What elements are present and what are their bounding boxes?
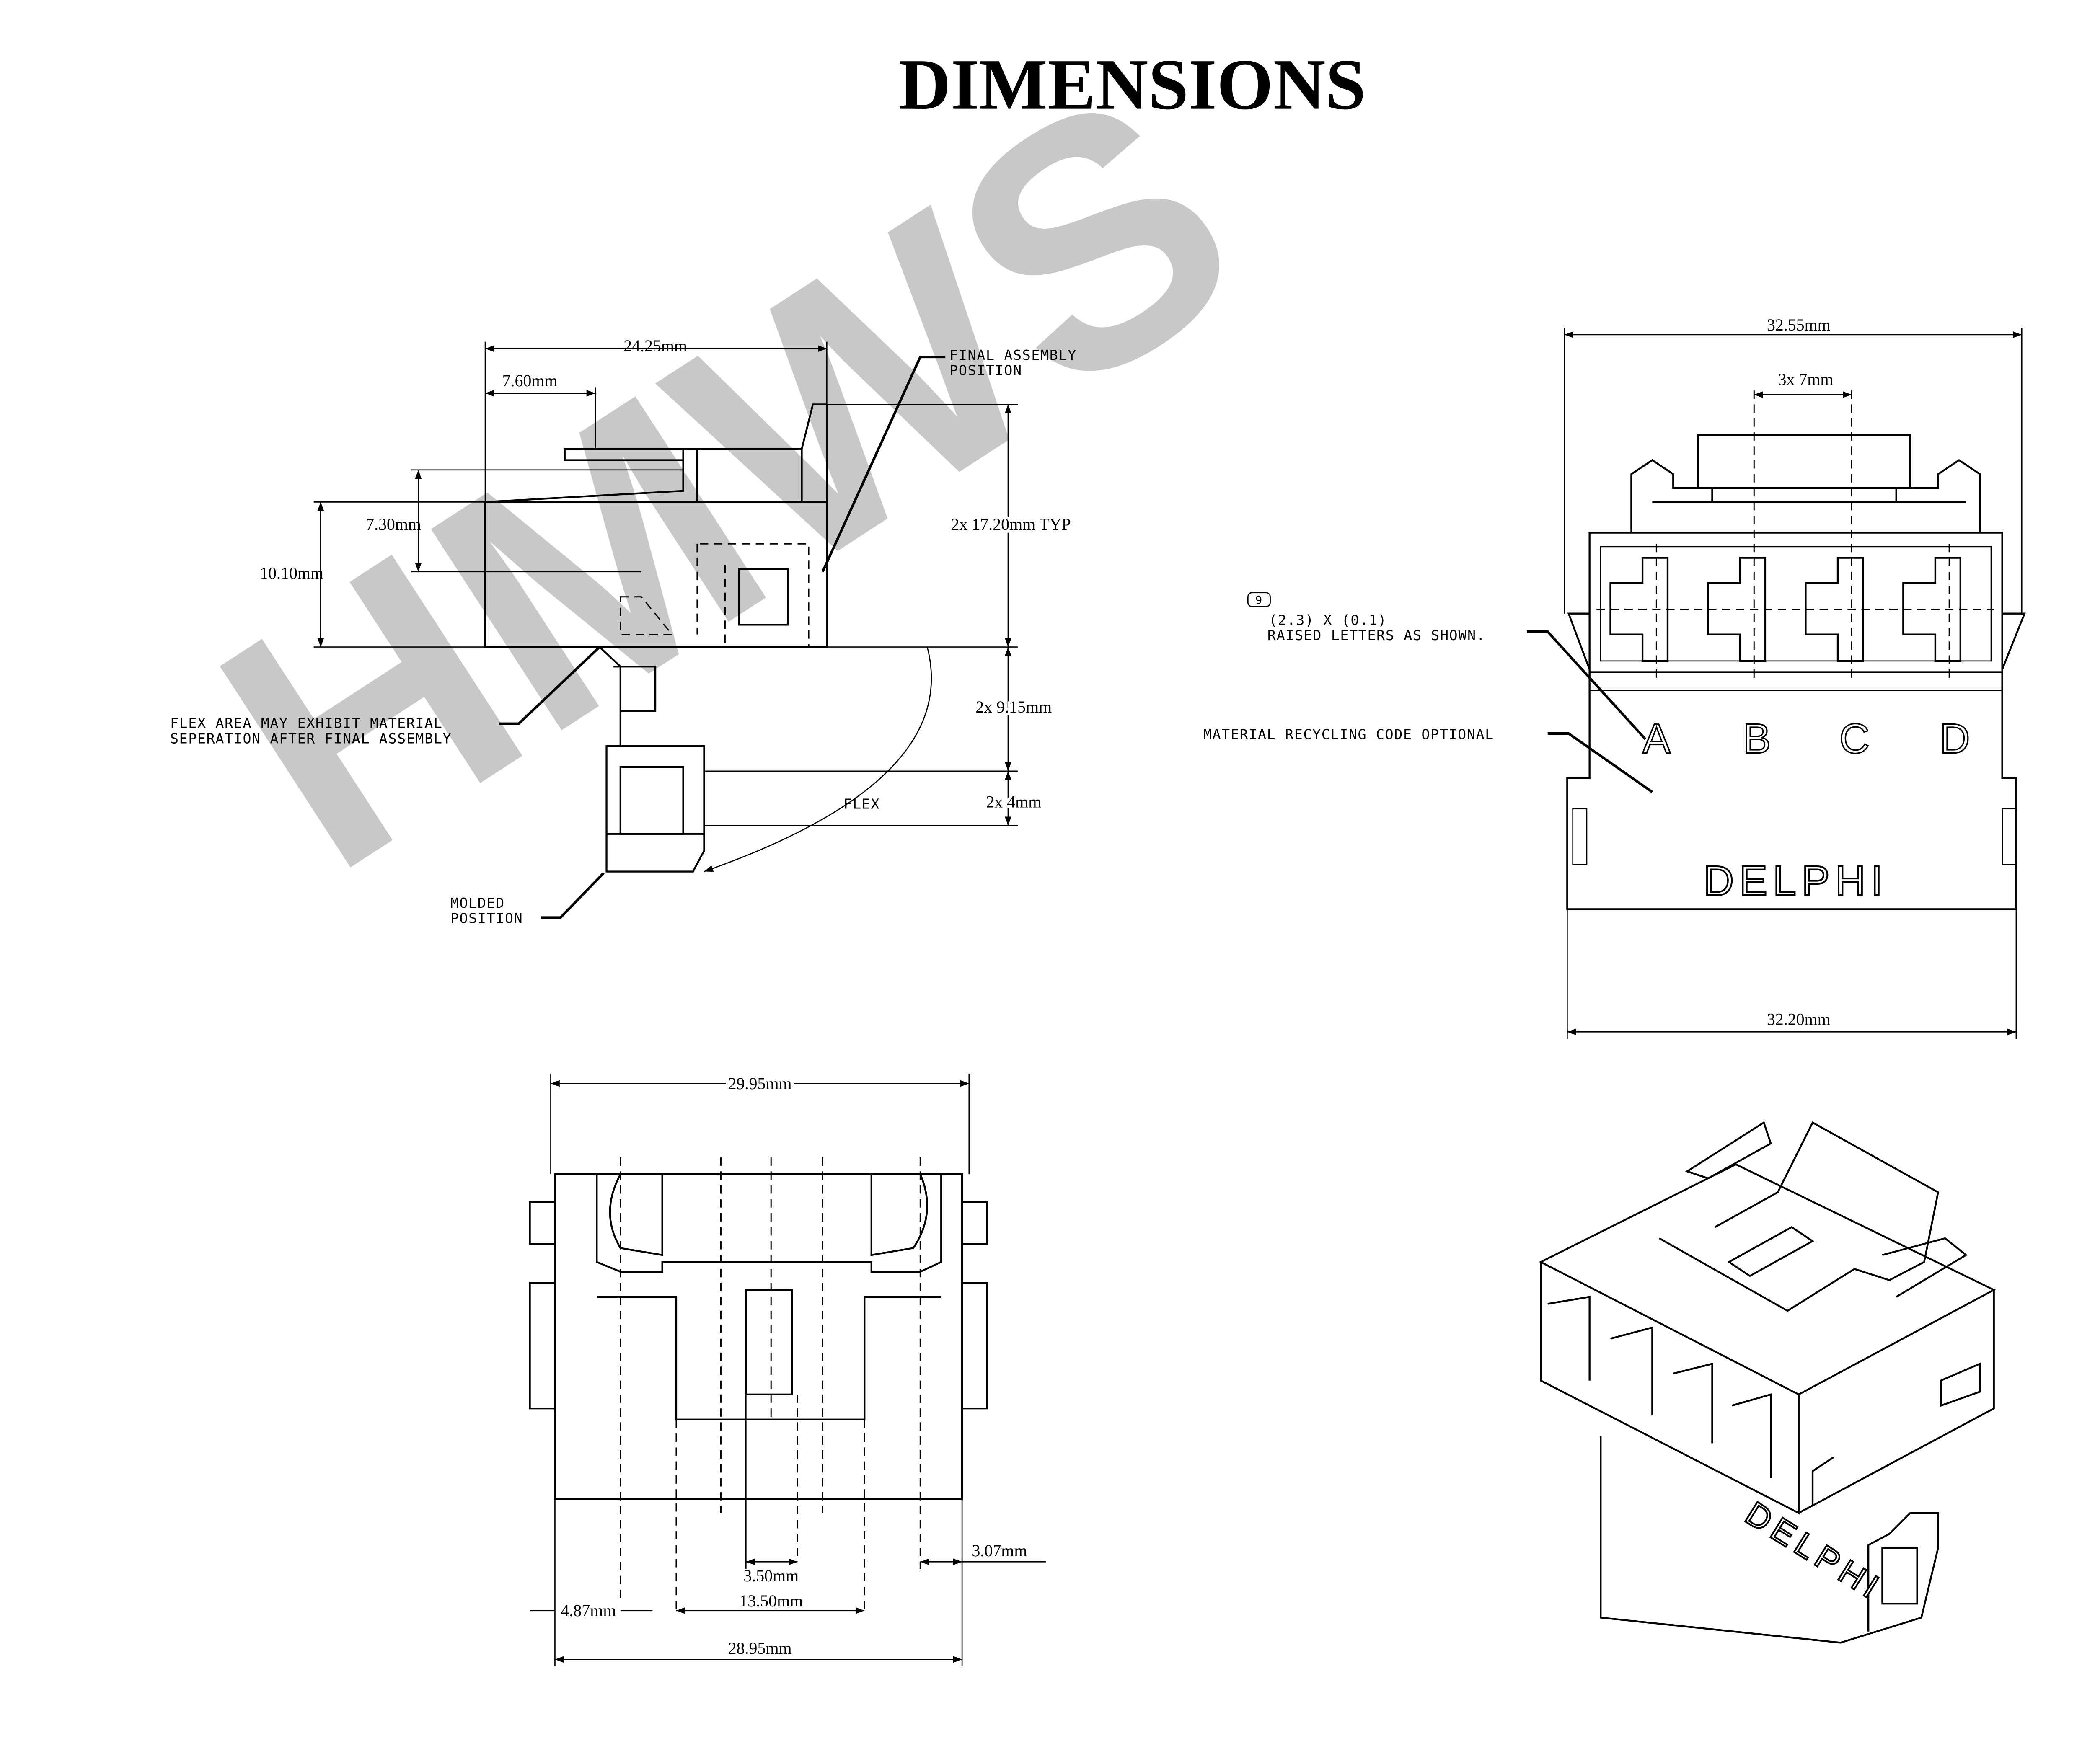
page-title: DIMENSIONS	[898, 45, 1366, 125]
note-molded-2: POSITION	[450, 910, 523, 927]
note-raised-letters: RAISED LETTERS AS SHOWN.	[1267, 627, 1486, 643]
dim-overall-length: 24.25mm	[623, 336, 687, 355]
dim-offset-right: 3.07mm	[972, 1541, 1027, 1560]
dim-overall-width: 29.95mm	[728, 1074, 792, 1093]
note-final-assembly-1: FINAL ASSEMBLY	[949, 347, 1077, 363]
dim-offset-left: 4.87mm	[561, 1601, 616, 1620]
dim-height-b: 10.10mm	[260, 563, 323, 582]
note-final-assembly-2: POSITION	[949, 362, 1022, 378]
delphi-logo-front: DELPHI	[1704, 858, 1888, 904]
note-flex-area-2: SEPERATION AFTER FINAL ASSEMBLY	[170, 730, 452, 746]
pin-label-a: A	[1642, 716, 1671, 762]
dim-base-width: 28.95mm	[728, 1639, 792, 1658]
callout-number: 9	[1255, 594, 1263, 607]
dim-slot: 3.50mm	[743, 1566, 799, 1585]
dim-typ-height: 2x 17.20mm TYP	[951, 515, 1071, 534]
dim-bottom-width: 32.20mm	[1767, 1010, 1831, 1029]
watermark: HMWS	[159, 15, 1297, 942]
note-flex-area-1: FLEX AREA MAY EXHIBIT MATERIAL	[170, 715, 443, 731]
note-recycling: MATERIAL RECYCLING CODE OPTIONAL	[1203, 726, 1494, 742]
delphi-logo-iso: DELPHI	[1739, 1494, 1890, 1608]
dim-latch-length: 7.60mm	[502, 371, 558, 390]
isometric-view	[1539, 1121, 1996, 1644]
bottom-view	[529, 1074, 1046, 1666]
dim-flex-drop: 2x 9.15mm	[975, 697, 1052, 716]
dim-pitch: 3x 7mm	[1778, 370, 1833, 389]
front-view	[1247, 328, 2026, 1039]
note-raised-size: (2.3) X (0.1)	[1269, 612, 1387, 628]
dim-height-a: 7.30mm	[366, 515, 421, 534]
dim-tab: 2x 4mm	[986, 792, 1041, 811]
pin-label-b: B	[1743, 716, 1771, 762]
pin-label-d: D	[1940, 716, 1970, 762]
dim-top-width: 32.55mm	[1767, 315, 1831, 334]
side-view	[313, 341, 1018, 919]
note-flex: FLEX	[843, 796, 880, 812]
pin-label-c: C	[1839, 716, 1870, 762]
cavity-row	[1596, 390, 1994, 684]
note-molded-1: MOLDED	[450, 895, 505, 911]
dim-center-span: 13.50mm	[739, 1591, 803, 1610]
